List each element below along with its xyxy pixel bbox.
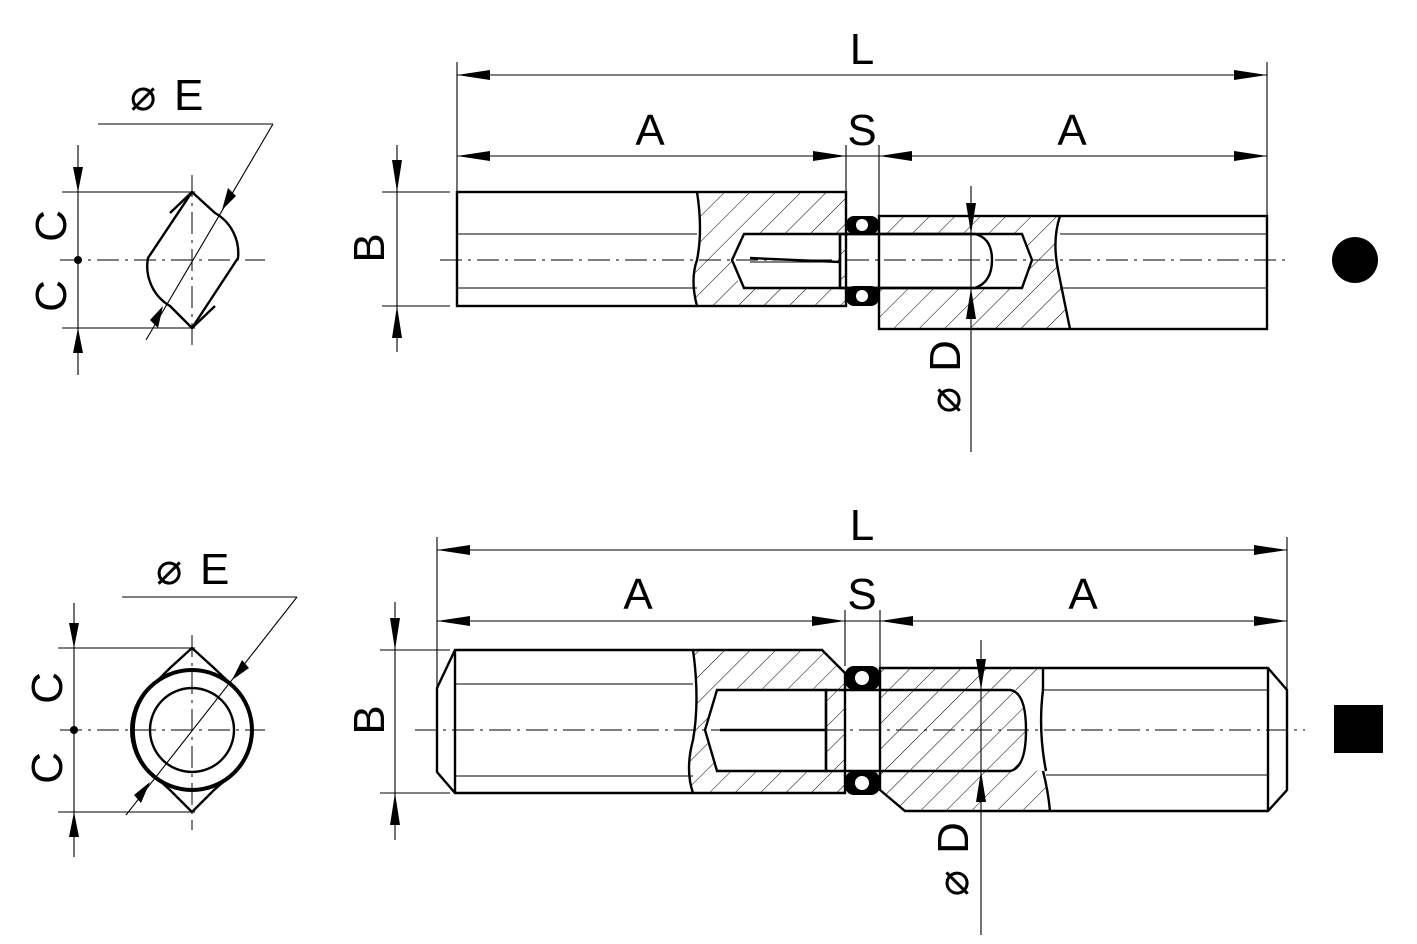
left-leaf-section-hatch	[693, 192, 846, 306]
label-l: L	[850, 25, 874, 74]
label-d: D	[921, 340, 970, 372]
arrow-icon	[437, 616, 470, 626]
left-leaf	[435, 648, 847, 795]
label-a-left: A	[623, 570, 653, 619]
left-leaf-section-hatch	[689, 650, 845, 793]
right-leaf-section-hatch	[880, 668, 1050, 811]
arrow-icon	[976, 659, 986, 690]
arrow-icon	[457, 151, 490, 161]
label-b: B	[345, 705, 394, 734]
right-leaf	[878, 666, 1289, 813]
round-hinge-view: C C ⌀ E	[27, 25, 1378, 452]
c-center-dot	[70, 726, 78, 734]
label-a-right: A	[1068, 570, 1098, 619]
arrow-icon	[813, 151, 846, 161]
end-view-edge	[191, 305, 216, 329]
label-e: E	[200, 545, 229, 594]
round-side-view: L A S A B D ⌀	[345, 25, 1285, 452]
arrow-icon	[880, 616, 913, 626]
square-side-view: L A S A B D ⌀	[345, 501, 1305, 935]
label-a-left: A	[635, 106, 665, 155]
arrow-icon	[1254, 616, 1287, 626]
arrow-icon	[966, 288, 976, 319]
break-line	[1041, 668, 1052, 812]
arrow-icon	[392, 306, 402, 338]
label-s: S	[847, 106, 876, 155]
left-leaf	[455, 190, 848, 308]
arrow-icon	[457, 70, 490, 80]
square-end-view: C C ⌀ E	[23, 545, 298, 857]
square-hinge-view: C C ⌀ E	[23, 501, 1383, 935]
right-leaf-section-hatch	[879, 216, 1070, 329]
arrow-icon	[437, 545, 470, 555]
end-view-edge	[169, 191, 193, 214]
diameter-symbol: ⌀	[130, 71, 157, 120]
arrow-icon	[73, 167, 83, 192]
break-line	[687, 649, 698, 794]
arrow-icon	[392, 160, 402, 192]
label-c-bottom: C	[27, 280, 76, 312]
arrow-icon	[879, 151, 912, 161]
right-leaf	[877, 214, 1269, 331]
arrow-icon	[69, 812, 79, 837]
washer-ring	[845, 666, 880, 795]
label-c-top: C	[23, 672, 72, 704]
break-line	[692, 191, 702, 307]
arrow-icon	[1254, 545, 1287, 555]
break-line	[1054, 215, 1072, 330]
label-a-right: A	[1057, 106, 1087, 155]
diameter-symbol: ⌀	[156, 545, 183, 594]
label-d: D	[929, 822, 978, 854]
diameter-symbol: ⌀	[921, 387, 970, 414]
arrow-icon	[812, 616, 845, 626]
pin-head	[838, 232, 994, 290]
round-end-view: C C ⌀ E	[27, 71, 274, 375]
arrow-icon	[1234, 151, 1267, 161]
diameter-symbol: ⌀	[929, 870, 978, 897]
arrow-icon	[222, 188, 236, 210]
hinge-pin	[730, 232, 1034, 290]
arrow-icon	[1234, 70, 1267, 80]
arrow-icon	[73, 328, 83, 353]
arrow-icon	[232, 660, 249, 680]
label-b: B	[345, 233, 394, 262]
label-s: S	[847, 570, 876, 619]
c-center-dot	[74, 256, 82, 264]
break-line	[1039, 689, 1048, 772]
arrow-icon	[390, 618, 400, 650]
arrow-icon	[966, 203, 976, 234]
label-c-bottom: C	[23, 752, 72, 784]
arrow-icon	[976, 771, 986, 802]
square-profile-marker-icon	[1334, 705, 1383, 753]
label-e: E	[174, 71, 203, 120]
e-diagonal-line	[125, 596, 298, 816]
round-profile-marker-icon	[1332, 237, 1378, 283]
hinge-pin	[703, 688, 828, 773]
arrow-icon	[390, 793, 400, 825]
arrow-icon	[150, 306, 163, 328]
e-diagonal-line	[145, 123, 274, 341]
arrow-icon	[134, 782, 150, 803]
arrow-icon	[69, 623, 79, 648]
washer-ring	[846, 216, 879, 306]
label-c-top: C	[27, 210, 76, 242]
label-l: L	[850, 501, 874, 550]
